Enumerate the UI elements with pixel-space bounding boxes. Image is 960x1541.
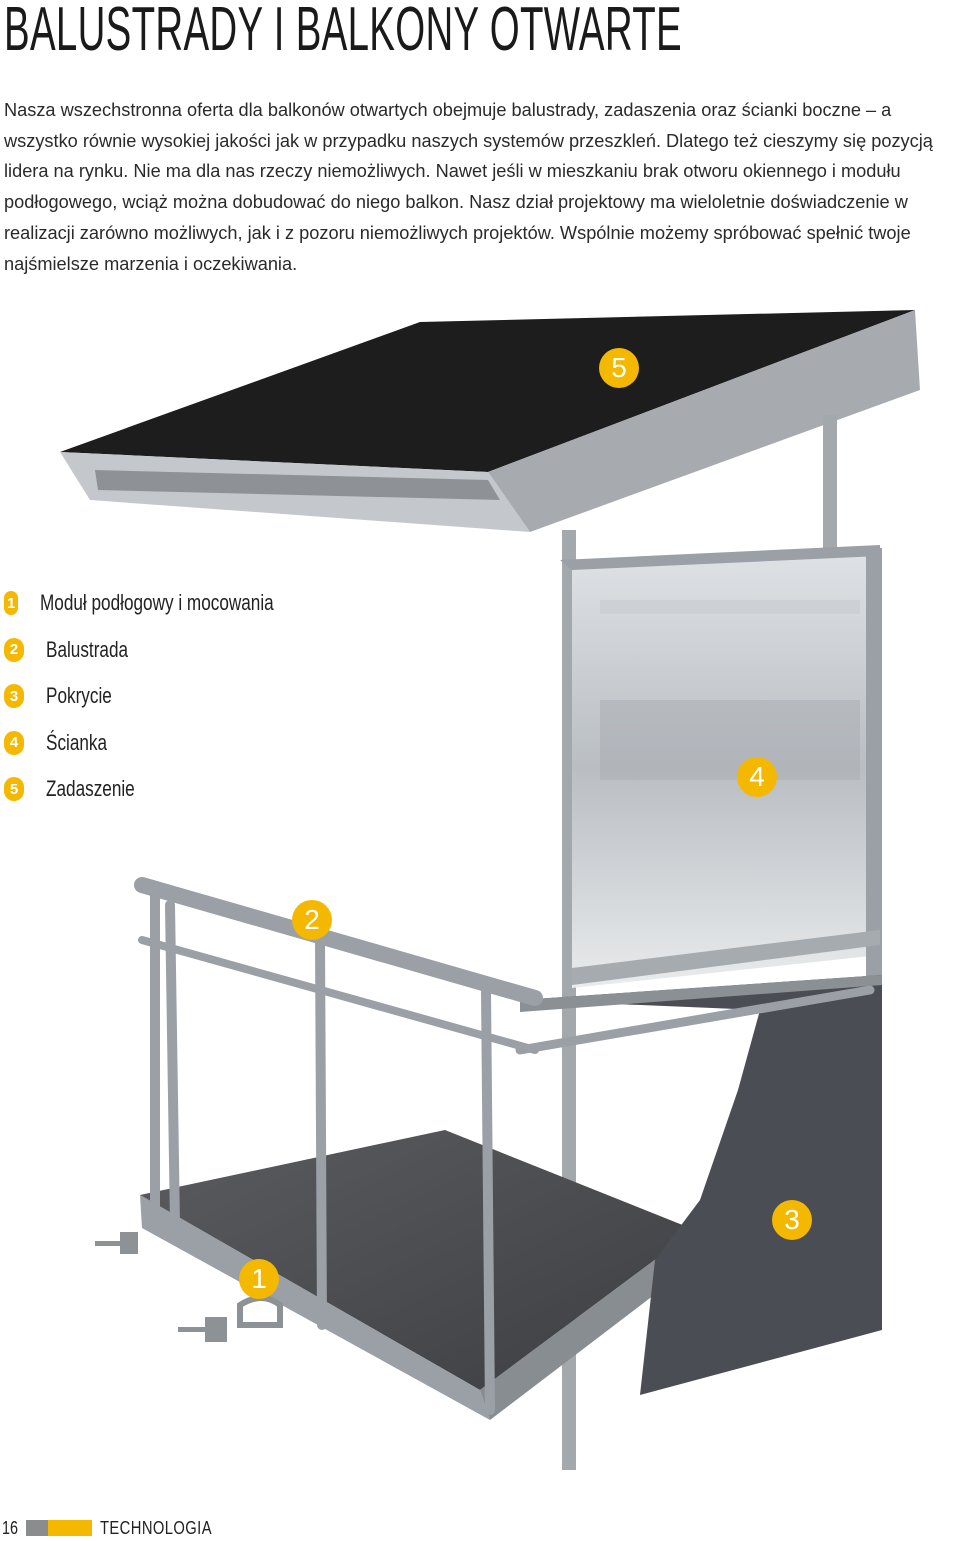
footer-bar-gray [26,1520,48,1536]
legend-badge: 5 [4,777,24,802]
mounting-brackets [95,1232,283,1342]
legend-badge: 3 [4,684,24,709]
balcony-illustration [60,310,920,1470]
page-footer: 16 TECHNOLOGIA [0,1515,237,1541]
legend-label: Balustrada [46,636,129,662]
legend-item: 3 Pokrycie [0,673,340,720]
marker-5: 5 [599,348,639,388]
side-panel [520,975,882,1395]
footer-bar-accent [48,1520,92,1536]
legend-label: Zadaszenie [46,776,135,802]
legend-badge: 1 [4,591,19,616]
marker-3: 3 [772,1200,812,1240]
floor [140,1130,700,1420]
legend-badge: 4 [4,730,24,755]
legend: 1 Moduł podłogowy i mocowania 2 Balustra… [0,580,340,813]
intro-paragraph: Nasza wszechstronna oferta dla balkonów … [4,100,933,274]
railing [134,877,875,1415]
page-number: 16 [2,1517,19,1538]
legend-label: Moduł podłogowy i mocowania [40,590,275,616]
legend-item: 1 Moduł podłogowy i mocowania [0,580,340,627]
legend-label: Pokrycie [46,683,112,709]
legend-badge: 2 [4,637,24,662]
legend-item: 2 Balustrada [0,627,340,674]
marker-4: 4 [737,757,777,797]
legend-item: 4 Ścianka [0,720,340,767]
page-title: BALUSTRADY I BALKONY OTWARTE [4,0,683,64]
legend-item: 5 Zadaszenie [0,766,340,813]
roof [60,310,920,532]
marker-2: 2 [292,900,332,940]
section-name: TECHNOLOGIA [100,1517,212,1538]
glass-wall [560,545,882,988]
legend-label: Ścianka [46,729,108,755]
marker-1: 1 [239,1259,279,1299]
